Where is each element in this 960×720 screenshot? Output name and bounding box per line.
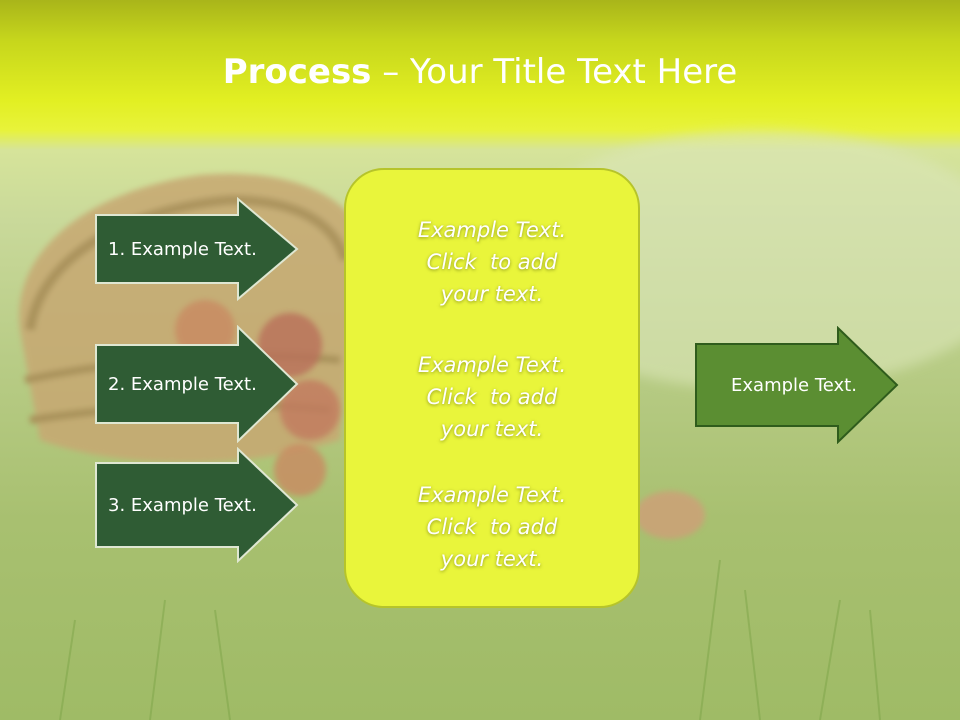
paragraph-line: Example Text. bbox=[417, 353, 567, 377]
center-text-box[interactable]: Example Text. Click to add your text. Ex… bbox=[344, 168, 640, 608]
arrow-step-2-label: 2. Example Text. bbox=[108, 373, 257, 395]
paragraph-line: Click to add bbox=[426, 250, 558, 274]
center-paragraph-2: Example Text. Click to add your text. bbox=[346, 349, 638, 445]
arrow-step-2[interactable]: 2. Example Text. bbox=[94, 325, 300, 443]
arrow-result-label: Example Text. bbox=[731, 374, 857, 396]
slide-title[interactable]: Process – Your Title Text Here bbox=[0, 52, 960, 92]
title-rest: – Your Title Text Here bbox=[371, 52, 738, 92]
arrow-right-shape bbox=[695, 326, 899, 444]
center-paragraph-1: Example Text. Click to add your text. bbox=[346, 214, 638, 310]
arrow-step-3-label: 3. Example Text. bbox=[108, 494, 257, 516]
center-paragraph-3: Example Text. Click to add your text. bbox=[346, 479, 638, 575]
paragraph-line: your text. bbox=[440, 417, 544, 441]
arrow-step-1[interactable]: 1. Example Text. bbox=[94, 197, 300, 301]
paragraph-line: your text. bbox=[440, 282, 544, 306]
title-bold: Process bbox=[222, 52, 372, 92]
paragraph-line: Click to add bbox=[426, 385, 558, 409]
arrow-right-shape bbox=[95, 197, 299, 301]
paragraph-line: your text. bbox=[440, 547, 544, 571]
arrow-step-3[interactable]: 3. Example Text. bbox=[94, 447, 300, 563]
arrow-right-shape bbox=[95, 325, 299, 443]
arrow-step-1-label: 1. Example Text. bbox=[108, 238, 257, 260]
paragraph-line: Example Text. bbox=[417, 218, 567, 242]
paragraph-line: Click to add bbox=[426, 515, 558, 539]
arrow-result[interactable]: Example Text. bbox=[694, 326, 900, 444]
paragraph-line: Example Text. bbox=[417, 483, 567, 507]
arrow-right-shape bbox=[95, 447, 299, 563]
